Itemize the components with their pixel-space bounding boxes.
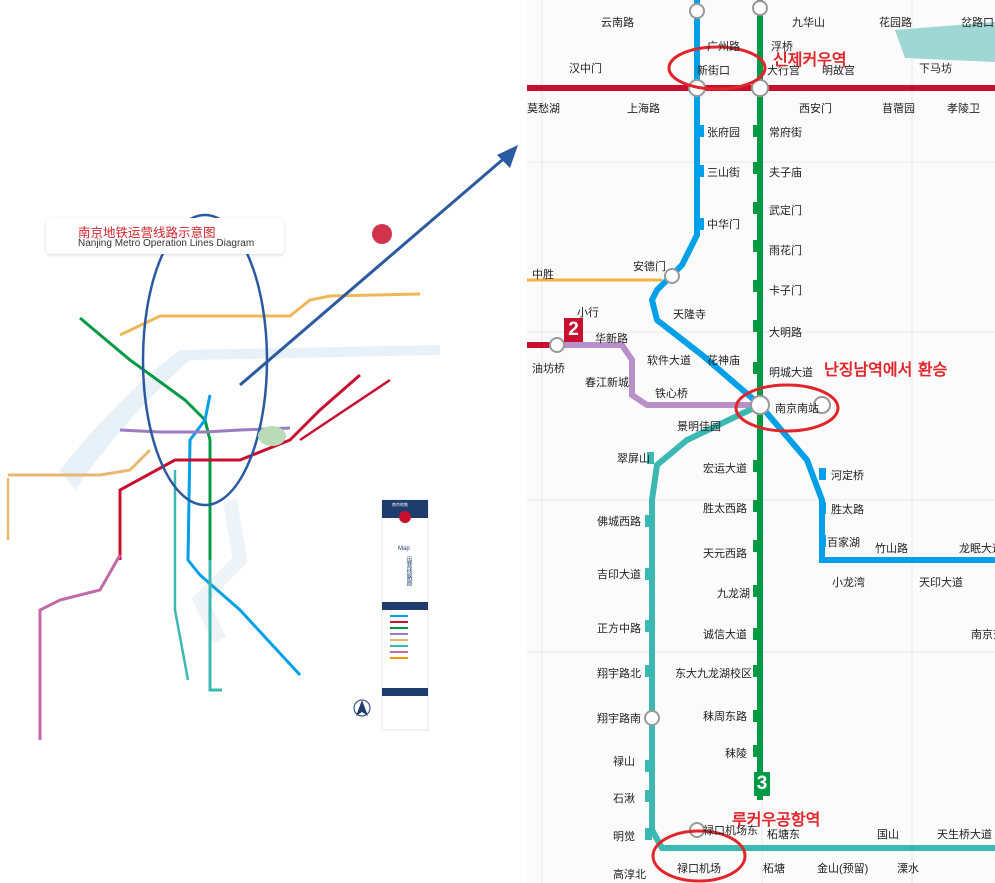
station-label: 禄山 bbox=[613, 756, 635, 768]
station-label: 秣陵 bbox=[725, 748, 747, 760]
overview-map-lines bbox=[6, 145, 518, 740]
station-label: 小龙湾 bbox=[832, 577, 865, 589]
station-label: 明城大道 bbox=[769, 367, 813, 379]
station-label-nanjing-south: 南京南站 bbox=[775, 403, 819, 415]
station-label: 正方中路 bbox=[597, 623, 641, 635]
station-label: 胜太路 bbox=[831, 504, 864, 516]
station-label: 大行宫 bbox=[767, 65, 800, 77]
station-label: 卡子门 bbox=[769, 285, 802, 297]
station-label: 武定门 bbox=[769, 205, 802, 217]
station-label: 石湫 bbox=[613, 793, 635, 805]
station-label: 天元西路 bbox=[703, 548, 747, 560]
zoomed-map-lines bbox=[527, 0, 995, 883]
station-label: 孝陵卫 bbox=[947, 103, 980, 115]
line-2-badge: 2 bbox=[564, 318, 583, 342]
legend-title: 运营线路图 bbox=[405, 556, 411, 586]
station-label: 宏运大道 bbox=[703, 463, 747, 475]
station-label: 九华山 bbox=[792, 17, 825, 29]
overview-title-box bbox=[46, 218, 284, 254]
legend-logo-text: 南京地铁 bbox=[392, 502, 408, 507]
station-label: 竹山路 bbox=[875, 543, 908, 555]
station-label-lukou-airport: 禄口机场 bbox=[677, 863, 721, 875]
station-label: 苜蓿园 bbox=[882, 103, 915, 115]
station-label: 诚信大道 bbox=[703, 629, 747, 641]
station-label: 花神庙 bbox=[707, 355, 740, 367]
station-label: 明故宫 bbox=[822, 65, 855, 77]
station-label: 金山(预留) bbox=[817, 863, 869, 875]
station-label: 浮桥 bbox=[771, 41, 793, 53]
station-label: 西安门 bbox=[799, 103, 832, 115]
station-label: 胜太西路 bbox=[703, 503, 747, 515]
station-label: 景明佳园 bbox=[677, 421, 721, 433]
station-label: 广州路 bbox=[707, 41, 740, 53]
legend-map-label: Map bbox=[398, 546, 410, 552]
station-label: 中华门 bbox=[707, 219, 740, 231]
station-label: 东大九龙湖校区 bbox=[675, 668, 752, 680]
overview-title-cn: 南京地铁运营线路示意图 bbox=[78, 226, 216, 240]
annotation-airport: 루커우공항역 bbox=[732, 810, 821, 829]
annotation-nanjing-south: 난징남역에서 환승 bbox=[824, 360, 948, 379]
station-label: 天印大道 bbox=[919, 577, 963, 589]
station-label-xinjiekou: 新街口 bbox=[697, 65, 730, 77]
station-label: 溧水 bbox=[897, 863, 919, 875]
overview-title-en: Nanjing Metro Operation Lines Diagram bbox=[78, 238, 255, 249]
station-label: 国山 bbox=[877, 829, 899, 841]
station-label: 龙眠大道 bbox=[959, 543, 995, 555]
station-label: 华新路 bbox=[595, 333, 628, 345]
station-label: 柘塘东 bbox=[767, 829, 800, 841]
station-label: 常府街 bbox=[769, 127, 802, 139]
station-label: 南京交 bbox=[971, 629, 995, 641]
station-label: 翠屏山 bbox=[617, 453, 650, 465]
station-label: 大明路 bbox=[769, 327, 802, 339]
station-label: 软件大道 bbox=[647, 355, 691, 367]
station-label: 佛城西路 bbox=[597, 516, 641, 528]
station-label: 铁心桥 bbox=[655, 388, 688, 400]
station-label: 安德门 bbox=[633, 261, 666, 273]
station-label: 上海路 bbox=[627, 103, 660, 115]
station-label: 禄口机场东 bbox=[703, 825, 758, 837]
station-label: 三山街 bbox=[707, 167, 740, 179]
station-label: 翔宇路北 bbox=[597, 668, 641, 680]
station-label: 天生桥大道 bbox=[937, 829, 992, 841]
station-label: 张府园 bbox=[707, 127, 740, 139]
overview-map: 南京地铁运营线路示意图 Nanjing Metro Operation Line… bbox=[6, 145, 518, 740]
station-label: 小行 bbox=[577, 307, 599, 319]
station-label: 天隆寺 bbox=[673, 309, 706, 321]
station-label: 柘塘 bbox=[763, 863, 785, 875]
station-label: 吉印大道 bbox=[597, 569, 641, 581]
station-label: 春江新城 bbox=[585, 377, 629, 389]
annotation-xinjiekou: 신제커우역 bbox=[773, 50, 847, 69]
station-label: 岔路口 bbox=[961, 17, 994, 29]
station-label: 秣周东路 bbox=[703, 711, 747, 723]
station-label: 明觉 bbox=[613, 831, 635, 843]
station-label: 莫愁湖 bbox=[527, 103, 560, 115]
line-3-badge: 3 bbox=[754, 772, 770, 796]
station-label: 云南路 bbox=[601, 17, 634, 29]
station-label: 高淳北 bbox=[613, 869, 646, 881]
station-label: 九龙湖 bbox=[717, 588, 750, 600]
station-label: 夫子庙 bbox=[769, 167, 802, 179]
station-label: 汉中门 bbox=[569, 63, 602, 75]
station-label: 中胜 bbox=[532, 269, 554, 281]
station-label: 下马坊 bbox=[919, 63, 952, 75]
station-label: 河定桥 bbox=[831, 470, 864, 482]
zoomed-map: 2 3 云南路 九华山 花园路 岔路口 广州路 浮桥 汉中门 新街口 大行宫 明… bbox=[527, 0, 995, 883]
station-label: 油坊桥 bbox=[532, 363, 565, 375]
station-label: 雨花门 bbox=[769, 245, 802, 257]
station-label: 百家湖 bbox=[827, 537, 860, 549]
station-label: 花园路 bbox=[879, 17, 912, 29]
station-label: 翔宇路南 bbox=[597, 713, 641, 725]
